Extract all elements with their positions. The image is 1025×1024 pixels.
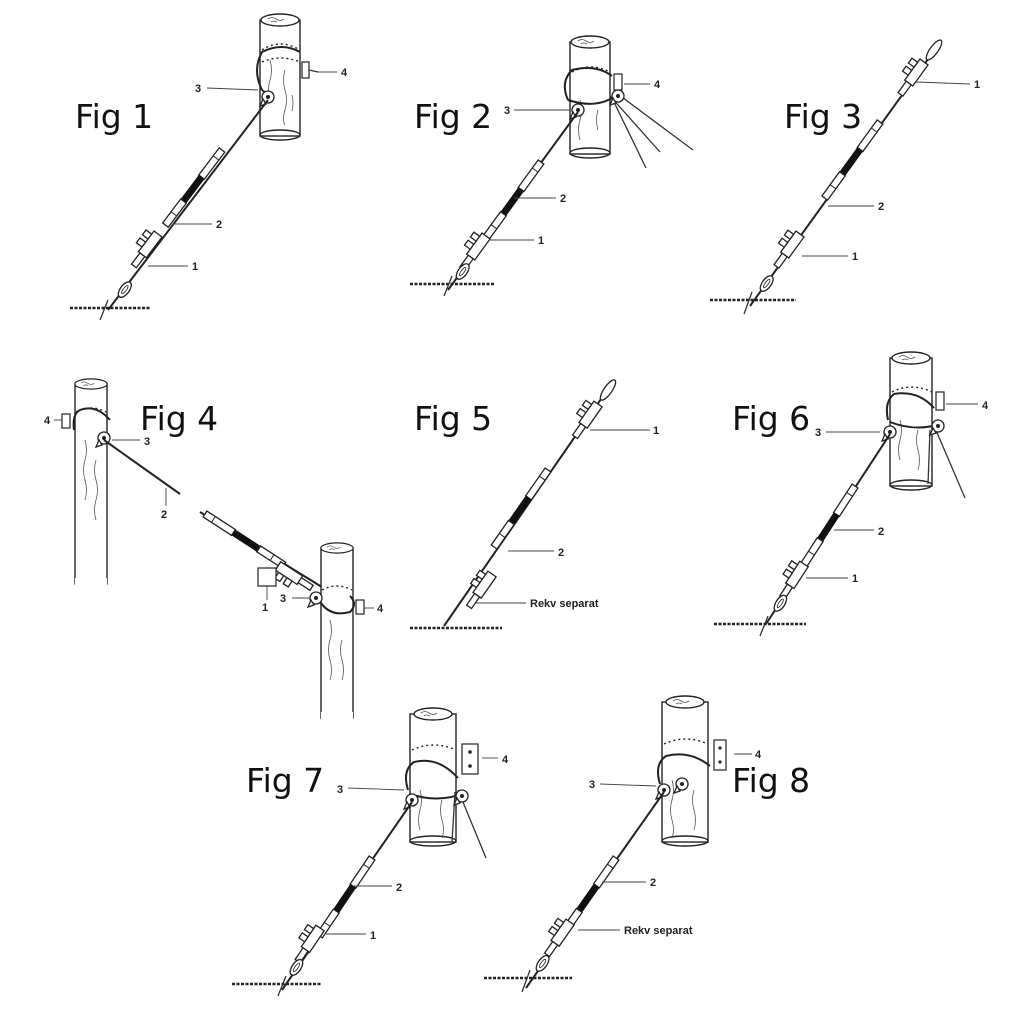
fig5-diagram: Fig 5 1 2 Rekv separat [410, 379, 659, 630]
fig6-title: Fig 6 [732, 399, 810, 438]
fig7-tensioner [315, 855, 376, 939]
fig5-top-endlock [564, 396, 603, 441]
fig6-bracket [935, 391, 945, 411]
fig7-label-bracket: 4 [502, 754, 509, 766]
fig3-endlock [766, 226, 805, 270]
fig6-diagram: Fig 6 3 4 2 1 [714, 351, 989, 637]
fig7-title: Fig 7 [246, 761, 324, 800]
fig7-label-top: 3 [337, 784, 343, 796]
fig8-endlock [536, 914, 575, 959]
fig5-title: Fig 5 [414, 399, 492, 438]
fig7-diagram: Fig 7 3 4 2 1 [232, 707, 509, 997]
fig7-endlock [287, 920, 325, 965]
fig4-label-unit: 1 [262, 602, 268, 614]
fig8-diagram: Fig 8 3 4 2 Rekv separat [484, 695, 810, 993]
fig2-title: Fig 2 [414, 97, 492, 136]
fig4-label-left-bracket: 4 [44, 415, 51, 427]
fig4-label-left-clamp: 3 [144, 436, 150, 448]
fig4-diagram: Fig 4 4 [44, 378, 384, 720]
fig1-title: Fig 1 [75, 97, 153, 136]
fig6-label-middle: 2 [878, 526, 884, 538]
fig7-label-middle: 2 [396, 882, 402, 894]
fig3-top-endlock [890, 54, 929, 98]
fig4-label-cable: 2 [161, 509, 167, 521]
fig8-label-middle: 2 [650, 877, 656, 889]
fig8-label-top: 3 [589, 779, 595, 791]
fig1-label-bottom: 1 [192, 261, 198, 273]
fig3-label-middle: 2 [878, 201, 884, 213]
fig6-tensioner [800, 483, 859, 568]
fig7-label-bottom: 1 [370, 930, 376, 942]
fig4-title: Fig 4 [140, 399, 218, 438]
fig2-tensioner [482, 159, 545, 241]
fig3-label-top: 1 [974, 79, 980, 91]
fig1-label-middle: 2 [216, 219, 222, 231]
fig8-bracket [713, 739, 727, 771]
fig6-label-bottom: 1 [852, 573, 858, 585]
fig4-right-pole [320, 542, 354, 720]
fig6-label-bracket: 4 [982, 400, 989, 412]
fig7-pole [409, 707, 457, 847]
fig1-bracket [301, 61, 310, 79]
fig8-label-bottom: Rekv separat [624, 925, 693, 937]
fig3-label-bottom: 1 [852, 251, 858, 263]
fig2-diagram: Fig 2 3 4 2 1 [410, 35, 694, 297]
fig5-tensioner [490, 467, 552, 550]
fig2-label-top: 3 [504, 105, 510, 117]
fig1-diagram: Fig 1 3 4 2 [70, 13, 348, 321]
fig4-left-bracket [61, 413, 71, 429]
fig4-unit-box [257, 567, 277, 587]
fig4-label-right-clamp: 3 [280, 593, 286, 605]
fig2-label-bottom: 1 [538, 235, 544, 247]
fig6-pole [889, 351, 933, 491]
fig2-endlock [452, 228, 491, 272]
fig5-label-middle: 2 [558, 547, 564, 559]
fig4-endlock [270, 561, 315, 599]
fig6-label-top: 3 [815, 427, 821, 439]
fig5-label-bottom: Rekv separat [530, 598, 599, 610]
fig1-label-bracket: 4 [341, 67, 348, 79]
fig3-title: Fig 3 [784, 97, 862, 136]
fig2-bracket [613, 73, 623, 91]
fig2-pole [569, 35, 611, 159]
fig7-bracket [461, 743, 479, 775]
fig4-right-bracket [355, 599, 365, 615]
fig5-label-top: 1 [653, 425, 659, 437]
fig4-left-pole [74, 378, 108, 586]
fig6-endlock [771, 556, 809, 601]
fig3-diagram: Fig 3 1 2 1 [710, 39, 980, 315]
fig8-label-bracket: 4 [755, 749, 762, 761]
fig1-tensioner [161, 147, 226, 228]
fig8-title: Fig 8 [732, 761, 810, 800]
fig8-pole [661, 695, 709, 847]
fig4-right-clamp [307, 591, 323, 608]
fig1-label-top: 3 [195, 83, 201, 95]
fig1-pole [259, 13, 301, 141]
fig4-label-right-bracket: 4 [377, 603, 384, 615]
fig4-tensioner [202, 510, 287, 569]
fig2-label-bracket: 4 [654, 79, 661, 91]
fig2-label-middle: 2 [560, 193, 566, 205]
